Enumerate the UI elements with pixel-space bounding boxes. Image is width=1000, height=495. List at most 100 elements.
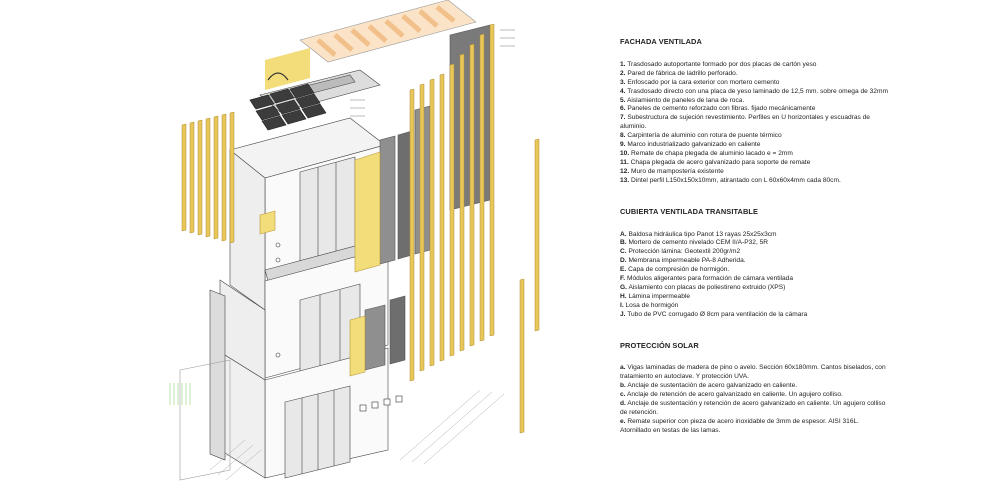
- legend-item-key: 8.: [620, 132, 626, 140]
- legend-item-key: E.: [620, 266, 627, 274]
- legend-item-key: 9.: [620, 141, 626, 149]
- legend-item: c. Anclaje de retención de acero galvani…: [620, 391, 890, 400]
- legend-item-key: 6.: [620, 105, 626, 113]
- legend-list: a. Vigas laminadas de madera de pino o a…: [620, 364, 890, 435]
- legend-item-text: Capa de compresión de hormigón.: [628, 266, 730, 274]
- legend-item: d. Anclaje de sustentación y retención d…: [620, 400, 890, 418]
- legend-item: J. Tubo de PVC corrugado Ø 8cm para vent…: [620, 311, 890, 320]
- roof-vent: [267, 72, 289, 81]
- section-title: FACHADA VENTILADA: [620, 37, 702, 46]
- legend-item-text: Módulos aligerantes para formación de cá…: [626, 275, 794, 283]
- axonometric-section-drawing: [150, 0, 590, 490]
- legend-item-text: Remate superior con pieza de acero inoxi…: [620, 417, 859, 434]
- legend-item: H. Lámina impermeable: [620, 293, 890, 302]
- legend-item: 2. Pared de fábrica de ladrillo perforad…: [620, 70, 890, 79]
- legend-item-text: Chapa plegada de acero galvanizado para …: [630, 158, 811, 166]
- ground-hatch: [209, 389, 505, 481]
- legend-list: A. Baldosa hidráulica tipo Panot 13 raya…: [620, 231, 890, 320]
- legend-item-text: Dintel perfil L150x150x10mm, atirantado …: [631, 176, 841, 184]
- ground-grass: [169, 383, 191, 405]
- legend-item-text: Lámina impermeable: [628, 292, 691, 300]
- legend-item: 10. Remate de chapa plegada de aluminio …: [620, 150, 890, 159]
- legend-item-key: a.: [620, 364, 626, 372]
- legend-panel: FACHADA VENTILADA 1. Trasdosado autoport…: [620, 37, 890, 458]
- legend-item-text: Anclaje de sustentación de acero galvani…: [627, 382, 798, 390]
- legend-item-key: B.: [620, 239, 627, 247]
- legend-item: E. Capa de compresión de hormigón.: [620, 266, 890, 275]
- reference-callouts: [350, 29, 515, 117]
- legend-item-key: 13.: [620, 176, 630, 184]
- legend-item-text: Membrana impermeable PA-8 Adherida.: [628, 257, 746, 265]
- legend-item-text: Remate de chapa plegada de aluminio laca…: [631, 149, 793, 157]
- legend-item-text: Marco industrializado galvanizado en cal…: [627, 141, 761, 149]
- legend-item-key: 1.: [620, 60, 626, 68]
- legend-item: 11. Chapa plegada de acero galvanizado p…: [620, 159, 890, 168]
- legend-item: a. Vigas laminadas de madera de pino o a…: [620, 364, 890, 382]
- legend-item: e. Remate superior con pieza de acero in…: [620, 418, 890, 436]
- roof-paving-tiles: [249, 83, 327, 131]
- legend-item-text: Protección lámina: Geotextil 200gr/m2: [628, 248, 741, 256]
- legend-item-key: 5.: [620, 96, 626, 104]
- legend-item-key: H.: [620, 292, 627, 300]
- timber-louver-icon: [181, 23, 540, 434]
- legend-item-text: Baldosa hidráulica tipo Panot 13 rayas 2…: [628, 230, 777, 238]
- legend-item-text: Vigas laminadas de madera de pino o avel…: [620, 364, 886, 381]
- legend-item-key: e.: [620, 417, 626, 425]
- legend-item-key: I.: [620, 301, 624, 309]
- legend-item-text: Aislamiento con placas de poliestireno e…: [628, 283, 786, 291]
- legend-item: b. Anclaje de sustentación de acero galv…: [620, 382, 890, 391]
- section-proteccion-solar: PROTECCIÓN SOLAR a. Vigas laminadas de m…: [620, 340, 890, 436]
- legend-item: 3. Enfoscado por la cara exterior con mo…: [620, 79, 890, 88]
- legend-item-key: d.: [620, 400, 626, 408]
- legend-item-text: Trasdosado autoportante formado por dos …: [627, 60, 817, 68]
- legend-item-text: Muro de mampostería existente: [631, 167, 724, 175]
- legend-item-text: Aislamiento de paneles de lana de roca.: [626, 96, 745, 104]
- legend-item-text: Subestructura de sujeción revestimiento.…: [620, 114, 870, 131]
- legend-item: A. Baldosa hidráulica tipo Panot 13 raya…: [620, 231, 890, 240]
- legend-item-key: c.: [620, 391, 626, 399]
- legend-item-key: 12.: [620, 167, 630, 175]
- legend-item-key: D.: [620, 257, 627, 265]
- legend-item: F. Módulos aligerantes para formación de…: [620, 275, 890, 284]
- legend-item-text: Paneles de cemento reforzado con fibras.…: [627, 105, 816, 113]
- legend-item-text: Trasdosado directo con una placa de yeso…: [627, 87, 888, 95]
- legend-item: 13. Dintel perfil L150x150x10mm, atirant…: [620, 177, 890, 186]
- legend-item: 6. Paneles de cemento reforzado con fibr…: [620, 105, 890, 114]
- legend-item: 9. Marco industrializado galvanizado en …: [620, 141, 890, 150]
- legend-item-key: A.: [620, 230, 627, 238]
- fixing-anchors: [275, 242, 403, 412]
- section-fachada-ventilada: FACHADA VENTILADA 1. Trasdosado autoport…: [620, 37, 890, 186]
- legend-item: 4. Trasdosado directo con una placa de y…: [620, 88, 890, 97]
- legend-item-text: Losa de hormigón: [625, 301, 679, 309]
- legend-item: D. Membrana impermeable PA-8 Adherida.: [620, 257, 890, 266]
- section-title: PROTECCIÓN SOLAR: [620, 340, 699, 350]
- legend-list: 1. Trasdosado autoportante formado por d…: [620, 61, 890, 186]
- legend-item: 5. Aislamiento de paneles de lana de roc…: [620, 97, 890, 106]
- section-title: CUBIERTA VENTILADA TRANSITABLE: [620, 206, 759, 216]
- legend-item: 8. Carpintería de aluminio con rotura de…: [620, 132, 890, 141]
- legend-item-key: 7.: [620, 114, 626, 122]
- legend-item-text: Pared de fábrica de ladrillo perforado.: [627, 69, 738, 77]
- legend-item: G. Aislamiento con placas de poliestiren…: [620, 284, 890, 293]
- roof-stripes: [299, 0, 477, 63]
- insulation-panels: [259, 48, 381, 377]
- legend-item-text: Anclaje de sustentación y retención de a…: [620, 400, 886, 416]
- legend-item-key: 10.: [620, 149, 630, 157]
- legend-item-text: Tubo de PVC corrugado Ø 8cm para ventila…: [627, 310, 808, 318]
- legend-item: 12. Muro de mampostería existente: [620, 168, 890, 177]
- legend-item: I. Losa de hormigón: [620, 302, 890, 311]
- legend-item-key: 4.: [620, 87, 626, 95]
- legend-item-text: Mortero de cemento nivelado CEM II/A-P32…: [628, 239, 769, 247]
- legend-item-key: J.: [620, 310, 626, 318]
- legend-item-text: Anclaje de retención de acero galvanizad…: [626, 391, 843, 399]
- legend-item-key: F.: [620, 275, 626, 283]
- legend-item: 7. Subestructura de sujeción revestimien…: [620, 114, 890, 132]
- legend-item-key: 11.: [620, 158, 629, 166]
- legend-item-key: G.: [620, 283, 627, 291]
- section-cubierta-ventilada: CUBIERTA VENTILADA TRANSITABLE A. Baldos…: [620, 206, 890, 320]
- legend-item-text: Enfoscado por la cara exterior con morte…: [627, 78, 780, 86]
- legend-item-key: b.: [620, 382, 626, 390]
- legend-item-key: 3.: [620, 78, 626, 86]
- legend-item: B. Mortero de cemento nivelado CEM II/A-…: [620, 239, 890, 248]
- legend-item-key: C.: [620, 248, 627, 256]
